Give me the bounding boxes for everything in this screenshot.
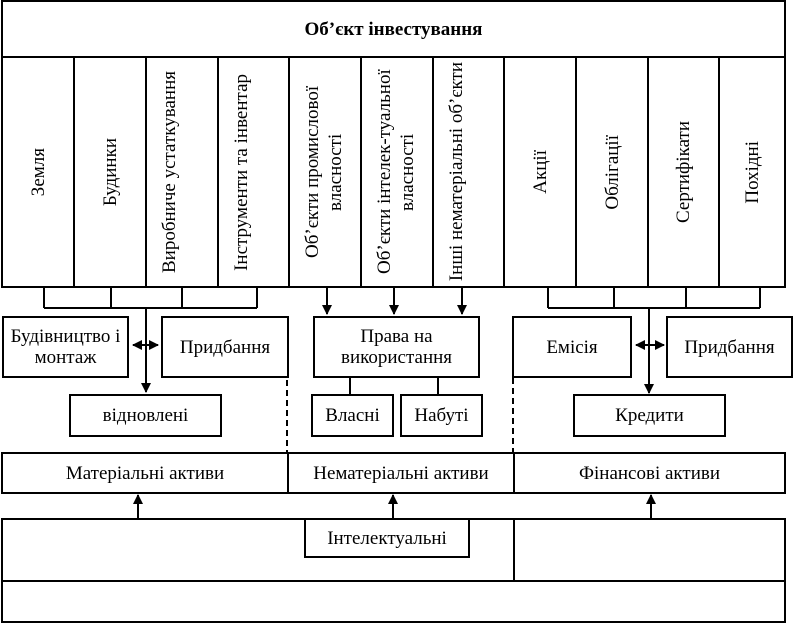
intangible-assets-label: Нематеріальні активи [313,462,489,484]
purchase-material-box: Придбання [161,316,289,378]
renewed-box: відновлені [69,394,222,437]
category-industrial-property: Об’єкти промислової власності [290,56,362,288]
investment-object-title: Об’єкт інвестування [1,0,786,58]
purchase-financial-box: Придбання [666,316,793,378]
credits-box: Кредити [573,394,726,437]
financial-assets-box: Фінансові активи [513,452,786,494]
bottom-right-block [513,518,786,582]
categories-row [1,56,786,288]
purchase-financial-label: Придбання [684,336,775,358]
construction-label: Будівництво і монтаж [10,326,121,368]
intangible-assets-box: Нематеріальні активи [287,452,515,494]
material-assets-label: Матеріальні активи [65,462,225,484]
intellectual-box: Інтелектуальні [304,518,470,558]
own-box: Власні [311,394,394,437]
emission-label: Емісія [546,336,598,358]
renewed-label: відновлені [102,405,189,426]
acquired-label: Набуті [414,405,469,426]
material-assets-box: Матеріальні активи [1,452,289,494]
category-production-equipment: Виробниче устаткування [147,56,219,288]
category-intellectual-property: Об’єкти інтелек-туальної власності [362,56,434,288]
emission-box: Емісія [512,316,632,378]
category-buildings: Будинки [75,56,147,288]
category-other-intangible: Інші нематеріальні об’єкти [434,56,505,288]
own-label: Власні [325,405,380,426]
category-shares: Акції [505,56,577,288]
category-certificates: Сертифікати [649,56,720,288]
category-bonds: Облігації [577,56,649,288]
category-tools-inventory: Інструменти та інвентар [219,56,290,288]
investment-object-title-text: Об’єкт інвестування [304,18,483,40]
acquired-box: Набуті [400,394,483,437]
purchase-material-label: Придбання [179,336,271,358]
construction-box: Будівництво і монтаж [2,316,129,378]
credits-label: Кредити [615,405,684,426]
bottom-strip [1,580,786,623]
financial-assets-label: Фінансові активи [578,462,720,484]
usage-rights-box: Права на використання [313,316,480,378]
intellectual-label: Інтелектуальні [327,527,447,549]
usage-rights-label: Права на використання [340,326,453,368]
category-land: Земля [3,56,75,288]
